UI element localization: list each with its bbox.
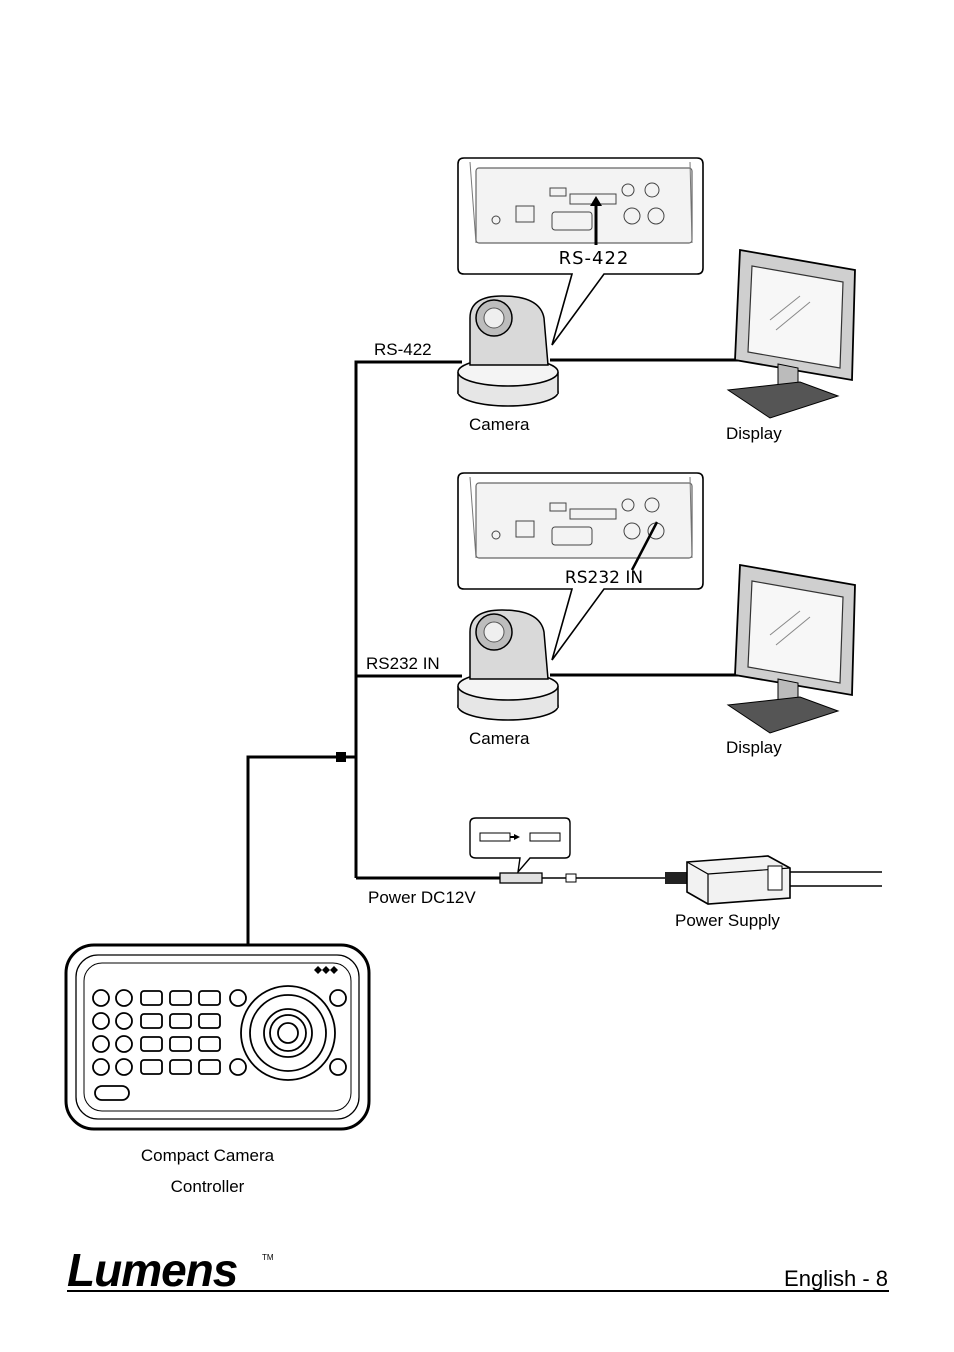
rear-panel-callout-bottom — [457, 472, 704, 661]
display-bottom-label: Display — [726, 738, 782, 757]
rs422-line-label: RS-422 — [374, 340, 432, 359]
power-cable — [499, 872, 665, 884]
power-supply-icon — [665, 855, 882, 905]
camera-top-icon — [457, 295, 559, 407]
trademark-mark: TM — [262, 1253, 274, 1262]
display-top-icon — [726, 248, 856, 419]
controller-label-line1: Compact Camera — [140, 1146, 275, 1165]
rs232-line-label: RS232 IN — [366, 654, 440, 673]
camera-bottom-icon — [457, 609, 559, 721]
rs232-callout-text: RS232 IN — [565, 568, 643, 588]
compact-camera-controller-icon — [64, 943, 371, 1131]
lumens-logo: Lumens — [67, 1244, 238, 1296]
camera-bottom-label: Camera — [469, 729, 530, 748]
power-dc-label: Power DC12V — [368, 888, 476, 907]
cables — [246, 358, 745, 945]
rs422-callout-text: RS-422 — [559, 248, 630, 269]
page-number: English - 8 — [784, 1266, 888, 1291]
controller-label-line2: Controller — [170, 1177, 245, 1196]
power-supply-label: Power Supply — [675, 911, 780, 930]
cable-splitter — [336, 752, 346, 762]
display-top-label: Display — [726, 424, 782, 443]
footer-rule — [67, 1290, 889, 1292]
power-connector-callout — [469, 817, 571, 875]
display-bottom-icon — [726, 563, 856, 734]
camera-top-label: Camera — [469, 415, 530, 434]
rear-panel-callout-top — [457, 157, 704, 346]
